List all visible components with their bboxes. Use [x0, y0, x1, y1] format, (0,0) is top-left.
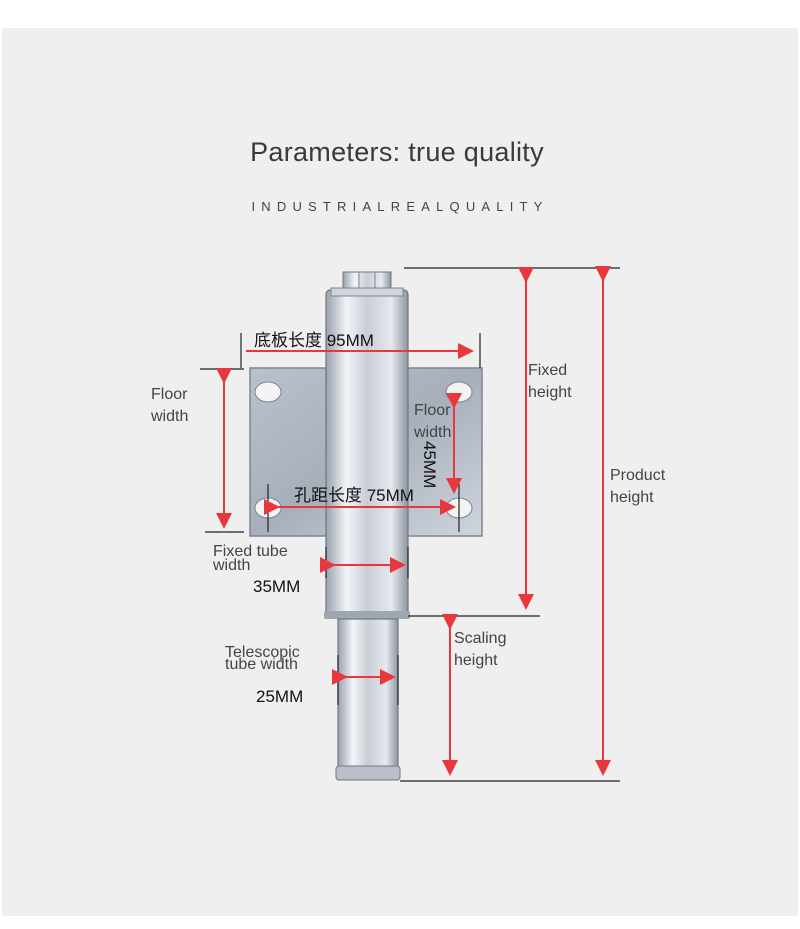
fixed-tube-width-value: 35MM: [253, 577, 301, 596]
floor-width-right-label: Floor width: [414, 402, 452, 441]
mounting-hole: [254, 381, 282, 403]
page-subtitle: INDUSTRIALREALQUALITY: [251, 199, 549, 214]
mounting-hole: [445, 381, 473, 403]
floor-width-value: 45MM: [420, 441, 439, 489]
page-title: Parameters: true quality: [250, 137, 544, 167]
hole-spacing-label: 孔距长度 75MM: [294, 486, 414, 505]
scaling-height-label: Scaling height: [454, 630, 507, 669]
hex-nut: [330, 271, 404, 297]
telescopic-tube-width-value: 25MM: [256, 687, 304, 706]
telescopic-tube-width-label: Telescopic tube width: [225, 644, 300, 673]
floor-width-left-label: Floor width: [151, 386, 189, 425]
base-length-label: 底板长度 95MM: [254, 331, 374, 350]
telescopic-tube: [335, 618, 401, 781]
dimension-arrows: [216, 266, 611, 776]
fixed-tube-width-label: Fixed tube width: [213, 543, 288, 574]
fixed-height-label: Fixed height: [528, 362, 572, 401]
product-height-label: Product height: [610, 467, 666, 506]
